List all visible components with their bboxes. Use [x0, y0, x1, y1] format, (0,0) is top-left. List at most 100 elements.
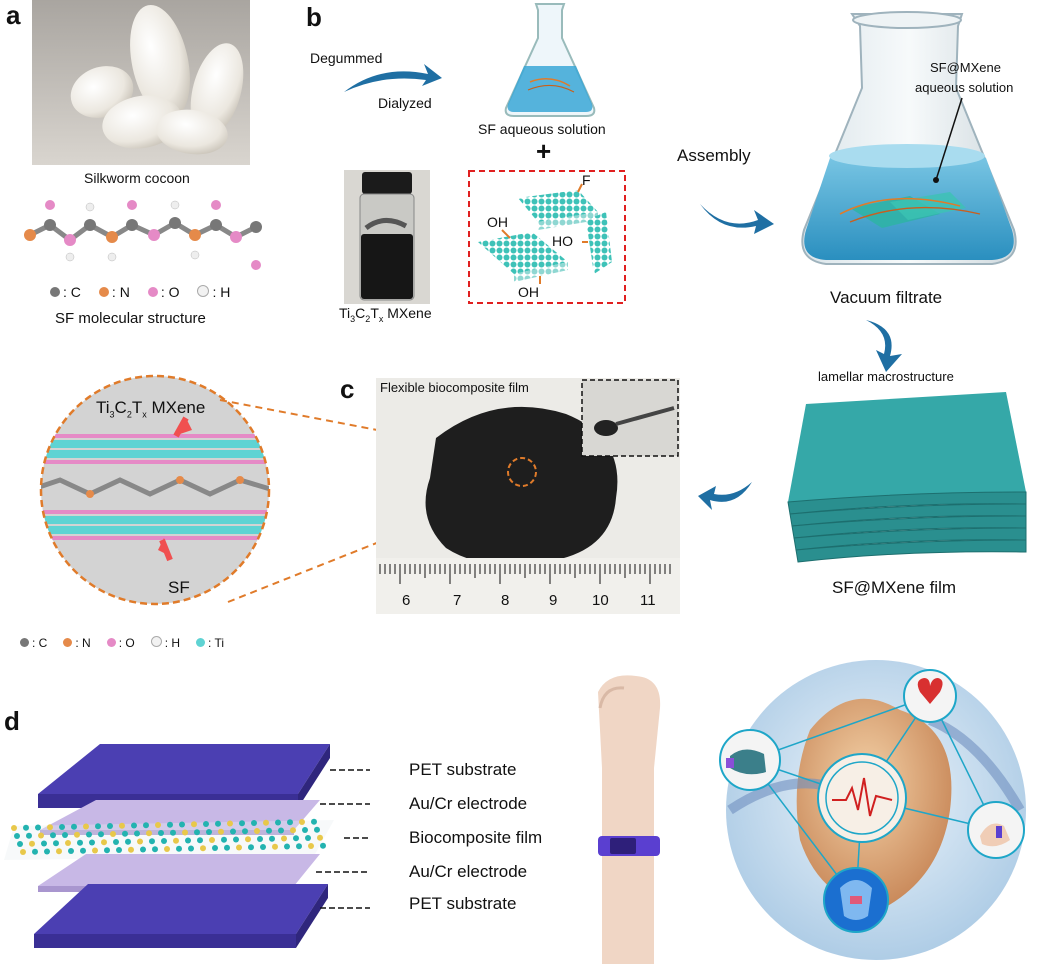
film-atom	[260, 844, 266, 850]
film-atom	[26, 832, 32, 839]
photo-caption: Flexible biocomposite film	[380, 380, 529, 395]
cocoon-caption: Silkworm cocoon	[84, 170, 190, 186]
degum-arrow-icon	[344, 64, 442, 92]
legend-item-o: : O	[106, 636, 135, 650]
film-atom	[152, 846, 158, 853]
circle-mxene-label: Ti3C2Tx MXene	[96, 398, 206, 420]
film-atom	[263, 819, 269, 826]
film-atom	[251, 820, 257, 826]
film-atom	[68, 848, 74, 854]
film-atom	[53, 840, 59, 847]
film-atom	[131, 822, 137, 829]
film-atom	[110, 831, 116, 837]
film-atom	[317, 834, 323, 841]
flask-label-line1: SF@MXene	[930, 60, 1001, 75]
film-atom	[125, 838, 131, 845]
film-atom	[236, 844, 242, 851]
film-atom	[242, 828, 248, 835]
film-atom	[272, 843, 278, 850]
degummed-label: Degummed	[310, 50, 383, 66]
film-atom	[98, 831, 104, 838]
film-atom	[212, 845, 218, 851]
assembly-arrow-icon	[700, 204, 774, 234]
film-atom	[50, 832, 56, 839]
film-atom	[254, 828, 260, 834]
mxene-structure-box	[468, 170, 626, 304]
film-atom	[62, 832, 68, 838]
legend-item-ti: : Ti	[196, 636, 224, 650]
film-atom	[128, 846, 134, 853]
film-atom	[227, 820, 233, 827]
sf-solution-flask-icon	[504, 3, 596, 117]
ruler-tick-9: 9	[549, 592, 558, 609]
flexible-film-photo	[376, 378, 680, 614]
film-atom	[140, 846, 146, 853]
film-atom	[200, 845, 206, 852]
film-atom	[302, 827, 308, 833]
film-atom	[245, 836, 251, 843]
film-atom	[278, 827, 284, 834]
film-atom	[182, 829, 188, 836]
legend-item-h: : H	[197, 284, 230, 300]
ruler-tick-11: 11	[640, 592, 656, 609]
ho-label: HO	[552, 233, 573, 249]
film-atom	[266, 827, 272, 834]
layer-label-pet-bottom: PET substrate	[409, 894, 517, 913]
panel-letter-d: d	[4, 706, 20, 736]
film-atom	[194, 829, 200, 836]
film-atom	[206, 829, 212, 835]
film-atom	[38, 832, 44, 839]
film-atom	[311, 818, 317, 825]
film-atom	[95, 823, 101, 830]
plus-sign: +	[536, 136, 552, 166]
film-atom	[197, 837, 203, 844]
silkworm-cocoon-photo	[32, 0, 250, 165]
legend-item-n: : N	[63, 636, 91, 650]
panel-letter-b: b	[306, 2, 322, 32]
film-atom	[80, 847, 86, 854]
film-atom	[32, 848, 38, 855]
film-atom	[77, 839, 83, 846]
film-atom	[149, 838, 155, 845]
ruler-tick-7: 7	[453, 592, 462, 609]
legend-item-o: : O	[147, 284, 179, 300]
film-atom	[290, 827, 296, 834]
film-label: SF@MXene film	[832, 578, 957, 597]
film-atom	[308, 843, 314, 849]
layer-label-biocomposite: Biocomposite film	[409, 828, 543, 847]
layer-label-pet-top: PET substrate	[409, 760, 517, 779]
film-atom	[164, 846, 170, 852]
mxene-vial-photo	[344, 170, 430, 304]
panel-a-atom-legend: : C : N : O : H	[50, 284, 230, 300]
film-atom	[275, 819, 281, 826]
sf-mxene-flask-icon	[801, 11, 1017, 265]
film-atom	[89, 839, 95, 846]
heart-monitoring-globe	[719, 660, 1026, 960]
film-atom	[143, 822, 149, 829]
film-atom	[320, 842, 326, 849]
film-atom	[215, 820, 221, 827]
film-atom	[137, 838, 143, 845]
sf-molecule-diagram	[24, 200, 262, 270]
film-atom	[74, 831, 80, 838]
wrist-sensor-photo	[598, 675, 661, 964]
ruler-tick-8: 8	[501, 592, 510, 609]
oh-label-bottom: OH	[518, 284, 539, 300]
ruler-tick-labels: 6 7 8 9 10 11	[376, 592, 680, 612]
film-atom	[146, 830, 152, 837]
film-atom	[104, 847, 110, 854]
film-atom	[305, 835, 311, 841]
film-atom	[167, 821, 173, 828]
film-atom	[17, 841, 23, 847]
film-atom	[239, 820, 245, 827]
film-atom	[11, 825, 17, 831]
film-atom	[134, 830, 140, 837]
f-label: F	[582, 172, 591, 188]
film-atom	[107, 823, 113, 829]
film-atom	[269, 835, 275, 842]
film-atom	[191, 821, 197, 828]
film-atom	[14, 833, 20, 839]
film-atom	[293, 835, 299, 842]
film-atom	[257, 836, 263, 842]
film-atom	[116, 847, 122, 853]
